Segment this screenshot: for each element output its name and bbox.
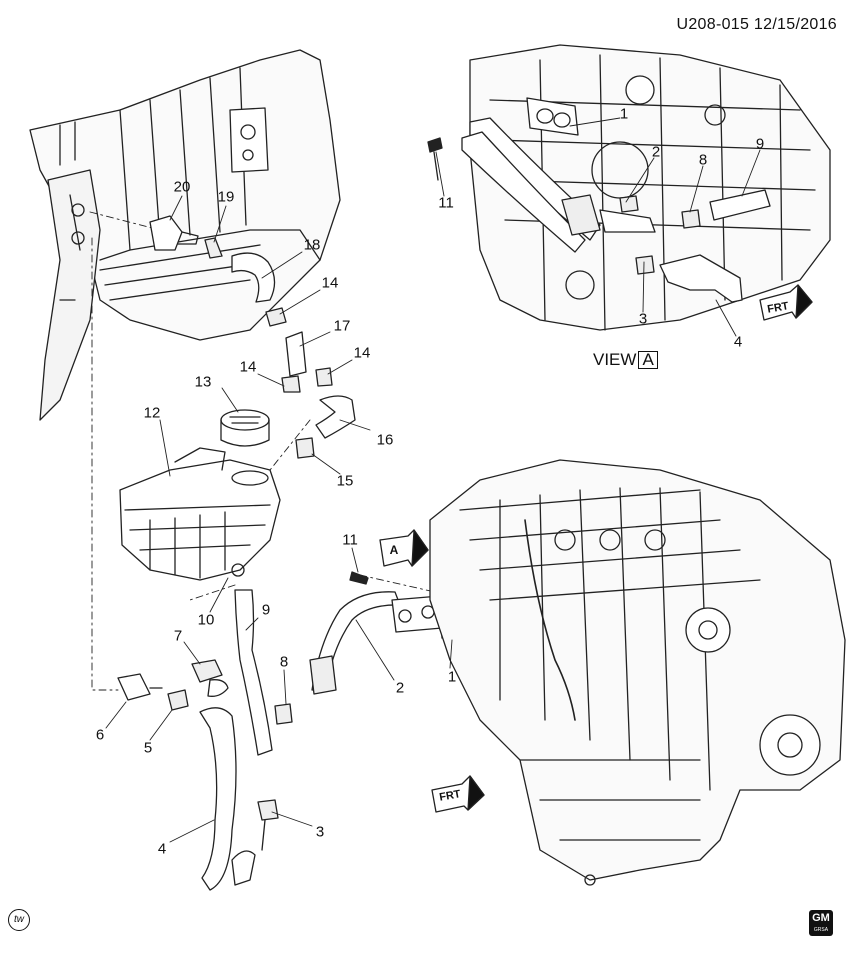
callout-2: 2	[395, 679, 405, 697]
callout-9: 9	[261, 601, 271, 619]
callout-17: 17	[333, 317, 351, 335]
callout-6: 6	[95, 726, 105, 744]
coolant-reservoir	[119, 447, 281, 581]
engine-block	[429, 459, 846, 886]
callout-view-a-9: 9	[755, 135, 765, 153]
callout-13: 13	[194, 373, 212, 391]
callout-3: 3	[315, 823, 325, 841]
view-a-letter: A	[638, 351, 658, 369]
callout-11: 11	[342, 531, 358, 549]
diagram-header: U208-015 12/15/2016	[676, 16, 837, 33]
callout-15: 15	[336, 472, 354, 490]
callout-20: 20	[173, 178, 191, 196]
gm-logo-subtext: GRSA	[813, 927, 829, 933]
callout-14-a: 14	[321, 274, 339, 292]
callout-1: 1	[447, 668, 457, 686]
radiator-cap	[220, 409, 270, 447]
callout-view-a-1: 1	[619, 105, 629, 123]
callout-10: 10	[197, 611, 215, 629]
gm-logo-text: GM	[812, 912, 830, 924]
callout-view-a-2: 2	[651, 143, 661, 161]
gm-logo: GM GRSA	[809, 910, 833, 936]
view-a-prefix: VIEW	[593, 350, 637, 369]
callout-7: 7	[173, 627, 183, 645]
callout-leaders	[105, 117, 761, 843]
callout-5: 5	[143, 739, 153, 757]
callout-14-b: 14	[239, 358, 257, 376]
callout-4: 4	[157, 840, 167, 858]
callout-18: 18	[303, 236, 321, 254]
callout-view-a-11: 11	[438, 194, 454, 212]
tw-logo: tw	[8, 909, 30, 931]
callout-14-c: 14	[353, 344, 371, 362]
callout-view-a-8: 8	[698, 151, 708, 169]
callout-8: 8	[279, 653, 289, 671]
lower-hose-assembly	[117, 589, 293, 891]
callout-12: 12	[143, 404, 161, 422]
callout-view-a-4: 4	[733, 333, 743, 351]
callout-16: 16	[376, 431, 394, 449]
frt-arrows	[379, 284, 813, 813]
callout-19: 19	[217, 188, 235, 206]
view-a-arrow-letter: A	[389, 543, 399, 557]
callout-view-a-3: 3	[638, 310, 648, 328]
view-a-pipe-assembly	[427, 97, 771, 303]
upper-hose-assembly	[149, 215, 356, 459]
